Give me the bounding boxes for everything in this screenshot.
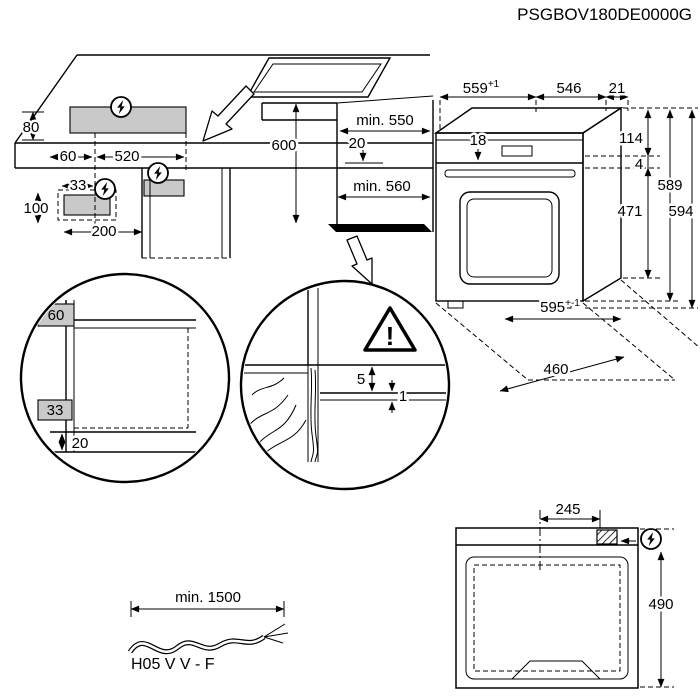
terminal-box — [596, 529, 618, 545]
oven-foot — [555, 300, 572, 309]
dim-559: 559+1 — [463, 79, 500, 97]
dim-594: 594 — [668, 203, 693, 220]
oven-display — [501, 145, 533, 157]
oven-rear-view: 245 490 — [455, 499, 676, 689]
construction-dashed-lines — [57, 133, 230, 259]
niche-section — [261, 95, 434, 232]
cabinet-detail-content: 60 33 20 — [37, 300, 196, 455]
callout-arrow-detail — [346, 235, 373, 285]
dim-490: 490 — [648, 596, 673, 613]
oven-right-dimensions: 114 4 471 589 594 — [585, 107, 698, 309]
cabinet-detail-circle: 60 33 20 — [19, 272, 231, 484]
oven-body — [433, 106, 624, 309]
power-icon — [110, 96, 132, 118]
dim-471: 471 — [617, 203, 642, 220]
power-icon — [640, 528, 662, 550]
dim-min-560: min. 560 — [353, 178, 411, 195]
dim-460: 460 — [543, 361, 568, 378]
dim-245: 245 — [555, 501, 580, 518]
dim-80: 80 — [23, 119, 40, 136]
power-icon — [147, 162, 169, 184]
dim-detail-33: 33 — [47, 402, 64, 419]
cable-type-label: H05 V V - F — [131, 656, 215, 673]
oven-bottom-dimensions: 595+-1 460 — [435, 279, 700, 393]
dim-100: 100 — [23, 200, 48, 217]
dim-min-550: min. 550 — [356, 112, 414, 129]
power-icon — [94, 178, 116, 200]
worktop-lines — [14, 54, 433, 169]
dim-60: 60 — [60, 148, 77, 165]
dim-gap-5: 5 — [357, 371, 365, 388]
outlet-zone-lower — [63, 194, 111, 216]
dim-20: 20 — [349, 135, 366, 152]
warning-mark: ! — [386, 321, 395, 351]
hob-cutout — [245, 57, 392, 98]
gap-detail-content: 5 1 ! — [244, 288, 446, 463]
dim-200: 200 — [91, 223, 116, 240]
dim-gap-1: 1 — [399, 388, 407, 405]
dim-520: 520 — [114, 148, 139, 165]
dim-detail-20: 20 — [72, 435, 89, 452]
dim-600: 600 — [271, 137, 296, 154]
niche-shelf — [328, 224, 432, 232]
dim-cable-length: min. 1500 — [175, 589, 241, 606]
detail-zone-33 — [37, 399, 73, 421]
dim-595: 595+-1 — [540, 298, 580, 316]
main-cabinet-view: 80 60 520 33 100 200 min. 550 600 20 min… — [14, 54, 434, 285]
main-view-dimensions: 80 60 520 33 100 200 — [20, 111, 185, 243]
warning-triangle-icon — [363, 306, 417, 352]
dim-589: 589 — [657, 177, 682, 194]
dim-18: 18 — [470, 132, 487, 149]
gap-detail-circle: 5 1 ! — [239, 279, 451, 491]
dim-546: 546 — [556, 80, 581, 97]
cabinet-side-panels — [141, 168, 231, 258]
oven-door-window — [459, 191, 560, 285]
document-id: PSGBOV180DE0000G — [517, 5, 692, 24]
dim-detail-60: 60 — [48, 307, 65, 324]
niche-dimensions: min. 550 600 20 min. 560 — [269, 103, 431, 224]
mains-cable-diagram: min. 1500 H05 V V - F — [127, 587, 289, 673]
oven-top-dimensions: 559+1 546 21 18 — [439, 77, 629, 161]
dim-21: 21 — [609, 80, 626, 97]
oven-view: 559+1 546 21 18 114 4 471 589 594 — [433, 77, 700, 393]
dim-114: 114 — [619, 130, 643, 147]
dim-33: 33 — [70, 177, 87, 194]
wood-grain — [246, 367, 319, 463]
dim-4: 4 — [635, 156, 643, 173]
cable-drawing — [127, 623, 289, 655]
oven-foot — [447, 300, 464, 309]
callout-arrow-hob — [202, 85, 255, 142]
oven-handle — [444, 169, 576, 178]
